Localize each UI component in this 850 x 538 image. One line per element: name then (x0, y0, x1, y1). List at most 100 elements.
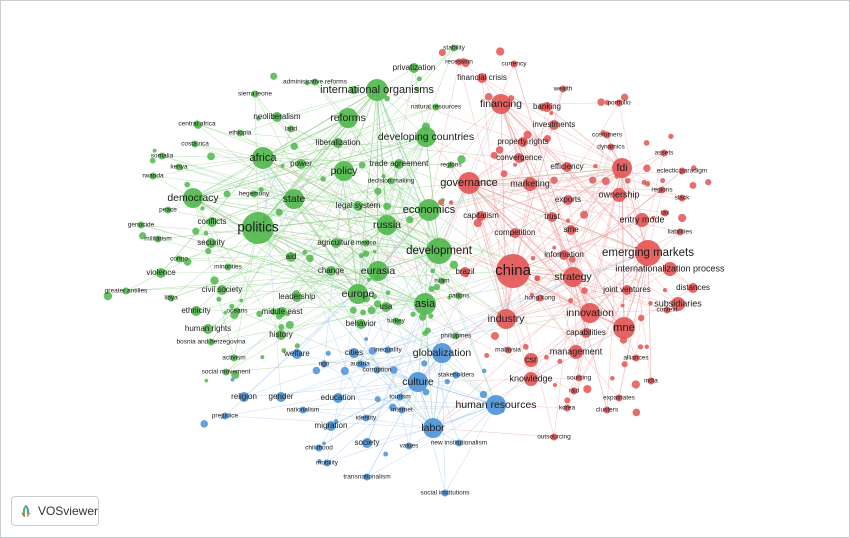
minor-node[interactable] (637, 344, 644, 350)
node-label[interactable]: ethnicity (181, 306, 210, 315)
minor-node[interactable] (643, 164, 651, 172)
node-label[interactable]: agriculture (317, 238, 355, 247)
minor-node[interactable] (449, 260, 459, 270)
minor-node[interactable] (203, 230, 209, 236)
node-label[interactable]: central africa (178, 121, 216, 128)
node-bubble[interactable] (299, 406, 307, 414)
minor-node[interactable] (484, 352, 490, 358)
node-label[interactable]: clusters (596, 407, 619, 414)
minor-node[interactable] (349, 306, 357, 314)
minor-node[interactable] (385, 290, 391, 296)
minor-node[interactable] (317, 459, 322, 464)
node-label[interactable]: europe (342, 288, 375, 300)
minor-node[interactable] (410, 311, 416, 317)
node-label[interactable]: trade agreement (370, 159, 429, 168)
node-label[interactable]: power (290, 159, 312, 168)
minor-node[interactable] (643, 139, 650, 146)
node-label[interactable]: land (285, 126, 298, 133)
minor-node[interactable] (139, 232, 147, 240)
node-label[interactable]: history (269, 330, 293, 339)
node-label[interactable]: philippines (441, 333, 472, 340)
node-bubble[interactable] (569, 345, 583, 359)
minor-node[interactable] (200, 206, 205, 211)
node-bubble[interactable] (678, 194, 686, 202)
node-label[interactable]: csr (525, 354, 537, 364)
minor-node[interactable] (210, 276, 219, 285)
node-bubble[interactable] (414, 293, 436, 315)
node-bubble[interactable] (663, 306, 671, 314)
node-bubble[interactable] (333, 393, 343, 403)
minor-node[interactable] (207, 152, 215, 161)
node-bubble[interactable] (514, 153, 524, 163)
minor-node[interactable] (522, 343, 529, 350)
node-bubble[interactable] (233, 307, 241, 315)
minor-node[interactable] (433, 283, 441, 291)
node-bubble[interactable] (447, 161, 455, 169)
node-label[interactable]: neoliberalism (253, 112, 300, 121)
node-bubble[interactable] (356, 360, 364, 368)
node-label[interactable]: natural resources (411, 104, 462, 111)
node-label[interactable]: economics (403, 204, 456, 216)
minor-node[interactable] (500, 170, 508, 178)
node-label[interactable]: somalia (151, 153, 174, 160)
node-label[interactable]: democracy (167, 192, 219, 204)
node-label[interactable]: hong kong (525, 295, 556, 302)
minor-node[interactable] (632, 408, 641, 417)
node-bubble[interactable] (523, 177, 537, 191)
node-label[interactable]: joint ventures (602, 285, 651, 294)
node-label[interactable]: currency (502, 61, 528, 68)
minor-node[interactable] (223, 190, 231, 198)
node-bubble[interactable] (363, 473, 371, 481)
minor-node[interactable] (660, 177, 666, 183)
minor-node[interactable] (662, 288, 668, 293)
node-label[interactable]: bosnia and herzegovina (176, 339, 245, 346)
node-bubble[interactable] (276, 330, 286, 340)
node-bubble[interactable] (661, 209, 669, 217)
node-bubble[interactable] (175, 255, 183, 263)
node-label[interactable]: administrative reforms (283, 79, 348, 86)
minor-node[interactable] (362, 250, 370, 257)
node-bubble[interactable] (206, 238, 216, 248)
node-label[interactable]: mne (613, 322, 634, 334)
minor-node[interactable] (604, 100, 610, 106)
node-bubble[interactable] (221, 412, 229, 420)
node-bubble[interactable] (296, 159, 306, 169)
minor-node[interactable] (495, 146, 504, 154)
node-bubble[interactable] (164, 206, 172, 214)
node-label[interactable]: costumers (592, 132, 623, 139)
minor-node[interactable] (258, 186, 264, 193)
node-label[interactable]: violence (146, 268, 176, 277)
node-bubble[interactable] (615, 99, 623, 107)
node-bubble[interactable] (381, 302, 391, 312)
node-bubble[interactable] (496, 309, 516, 329)
node-label[interactable]: peace (159, 207, 177, 214)
minor-node[interactable] (481, 368, 487, 374)
node-bubble[interactable] (542, 102, 552, 112)
minor-node[interactable] (644, 344, 649, 349)
minor-node[interactable] (705, 179, 712, 186)
node-label[interactable]: information (544, 250, 584, 259)
minor-node[interactable] (200, 420, 208, 428)
minor-node[interactable] (580, 210, 589, 219)
minor-node[interactable] (364, 337, 368, 341)
node-bubble[interactable] (566, 225, 576, 235)
node-bubble[interactable] (455, 58, 463, 66)
node-bubble[interactable] (338, 108, 358, 128)
node-label[interactable]: eurasia (361, 265, 396, 277)
node-bubble[interactable] (217, 285, 227, 295)
node-label[interactable]: politics (237, 220, 279, 235)
node-bubble[interactable] (678, 167, 686, 175)
minor-node[interactable] (270, 308, 278, 316)
node-bubble[interactable] (222, 368, 230, 376)
node-bubble[interactable] (377, 215, 397, 235)
node-bubble[interactable] (333, 138, 343, 148)
node-bubble[interactable] (149, 172, 157, 180)
node-bubble[interactable] (315, 444, 323, 452)
node-bubble[interactable] (615, 394, 623, 402)
minor-node[interactable] (621, 361, 628, 368)
node-label[interactable]: alliances (623, 355, 649, 362)
minor-node[interactable] (557, 358, 563, 364)
minor-node[interactable] (389, 366, 398, 374)
node-label[interactable]: international organisms (320, 84, 434, 96)
minor-node[interactable] (543, 135, 552, 143)
